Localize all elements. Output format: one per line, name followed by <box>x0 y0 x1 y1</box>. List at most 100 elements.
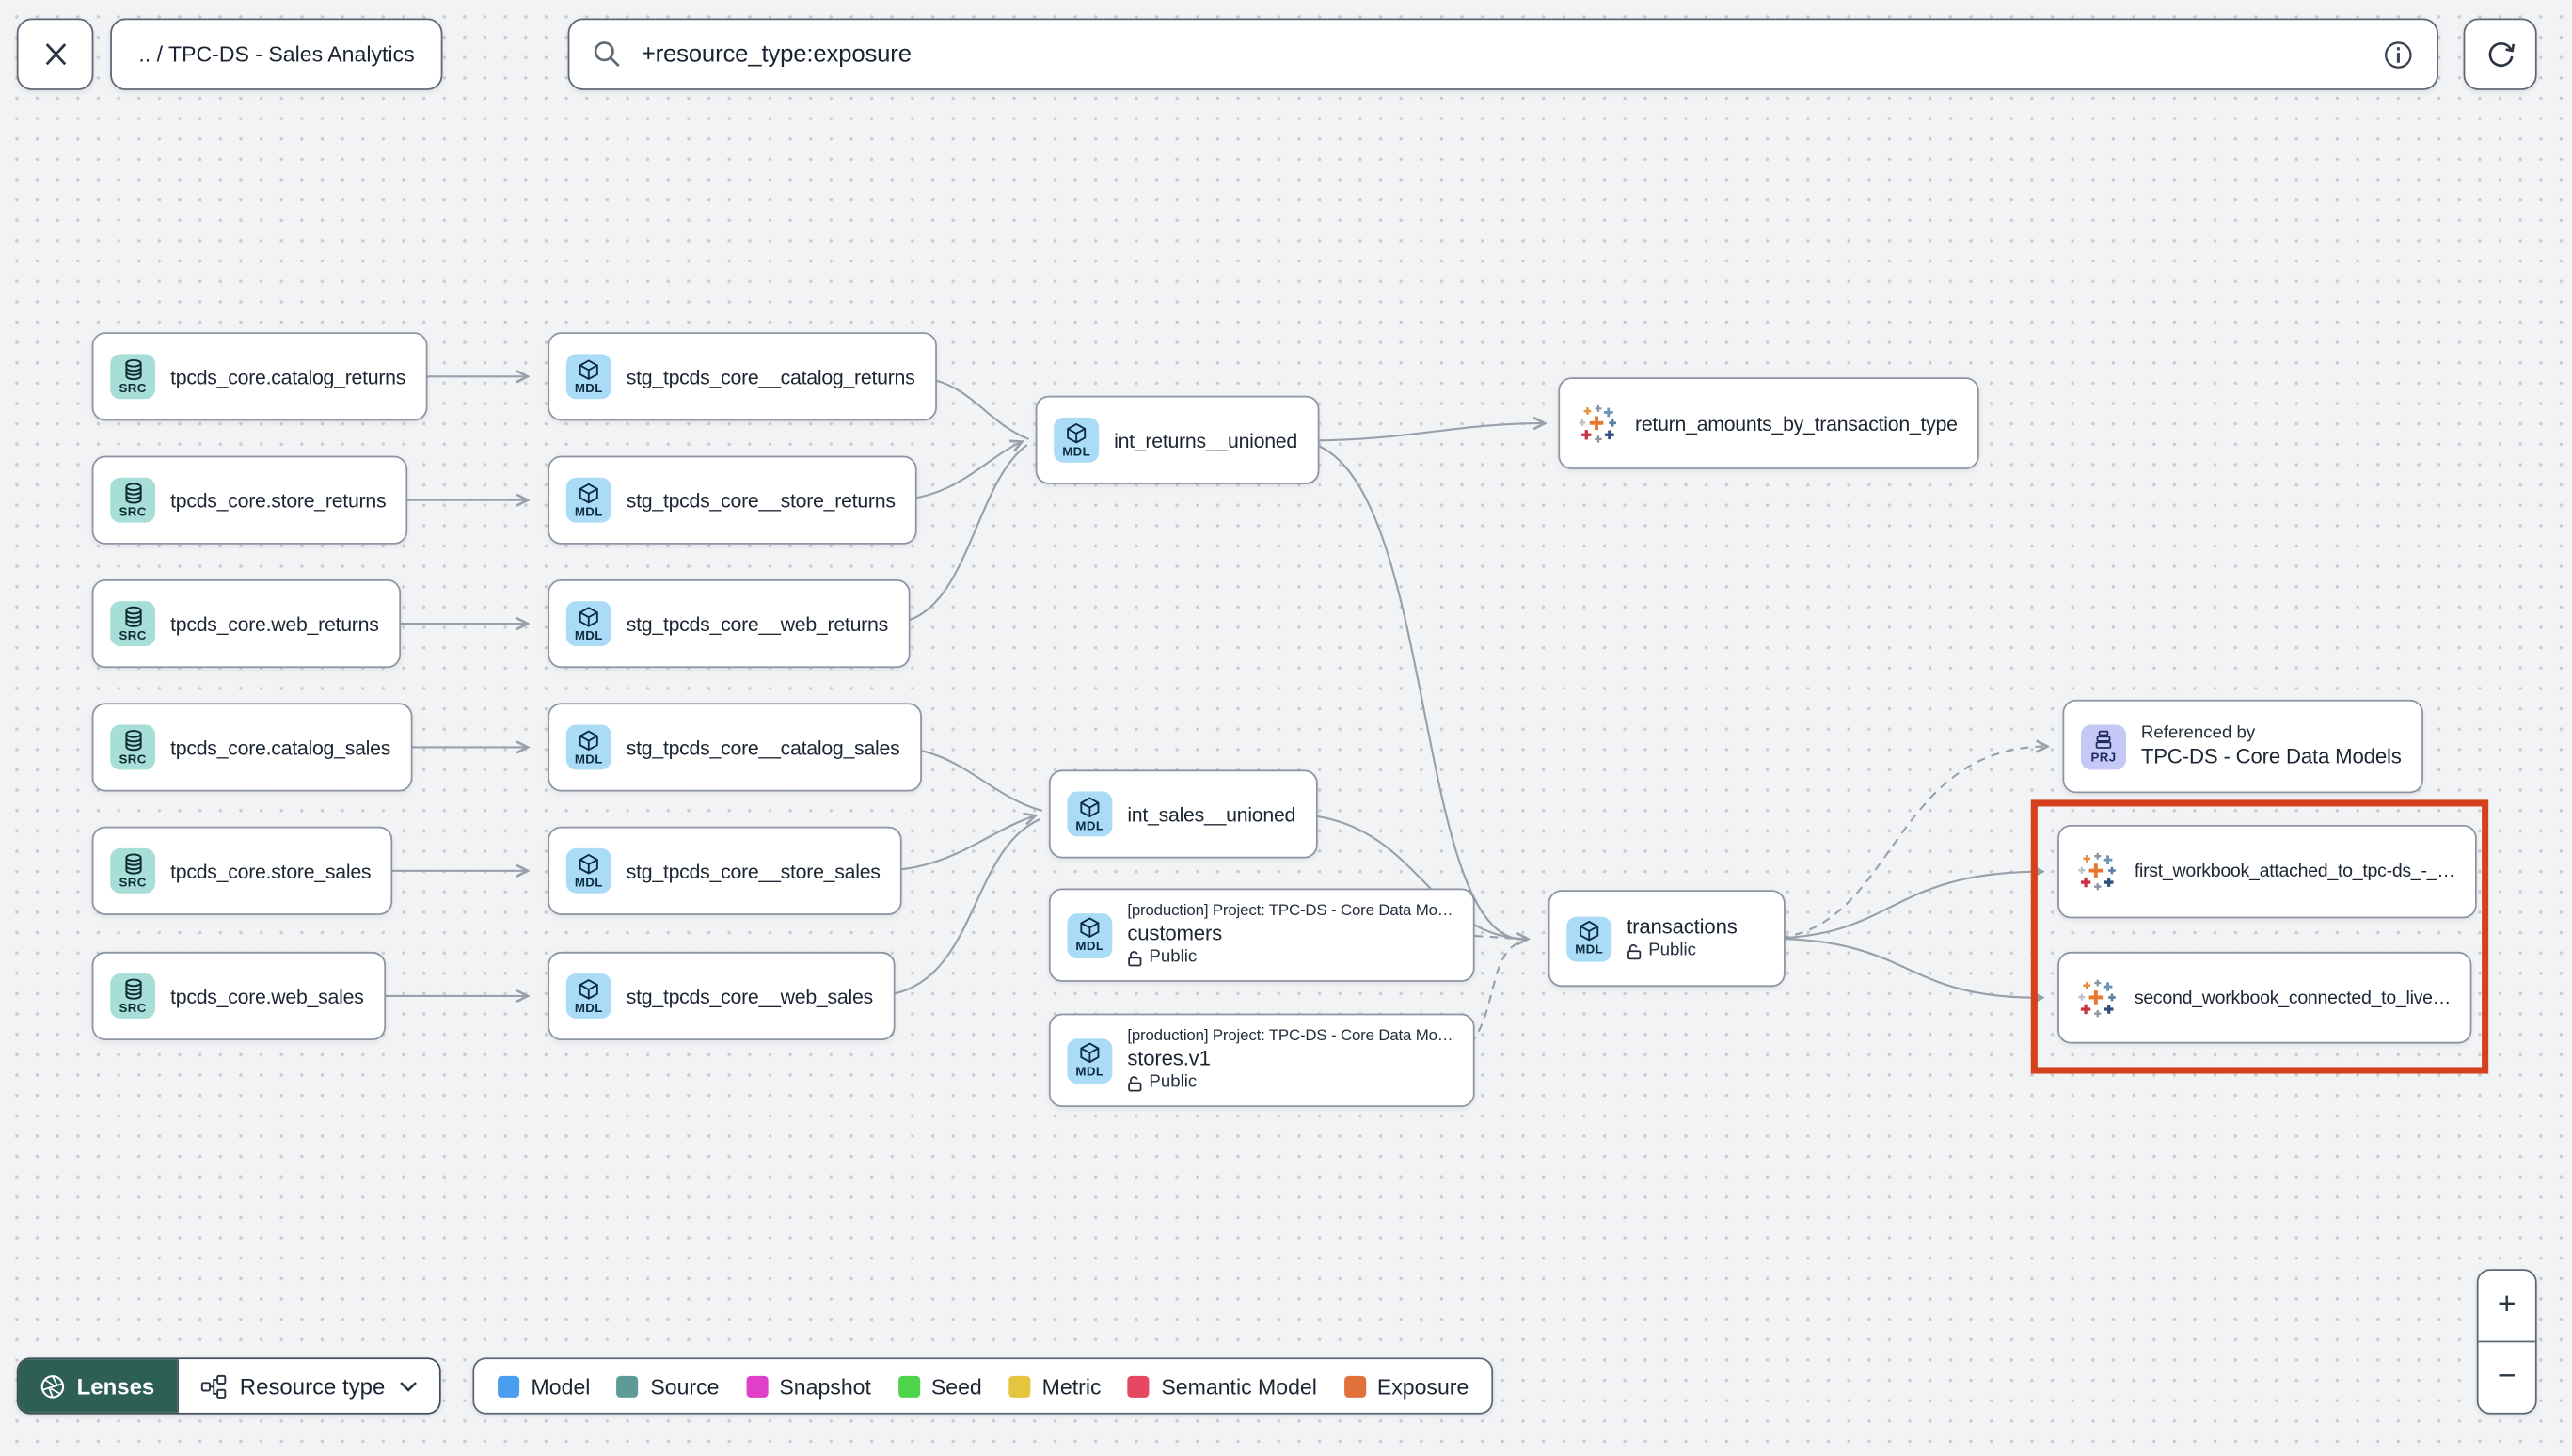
public-lock-icon <box>1128 1075 1142 1092</box>
metric-swatch <box>1008 1374 1031 1398</box>
referenced-by-label: Referenced by <box>2140 722 2256 743</box>
project-context: [production] Project: TPC-DS - Core Data… <box>1127 901 1453 920</box>
project-icon: PRJ <box>2081 723 2126 769</box>
node-label: stg_tpcds_core__store_returns <box>626 488 896 513</box>
lenses-label: Lenses <box>76 1373 155 1399</box>
node-label: tpcds_core.web_returns <box>170 611 379 636</box>
zoom-in-button[interactable]: + <box>2497 1287 2516 1322</box>
node-model-stg-web-sales[interactable]: MDL stg_tpcds_core__web_sales <box>548 951 896 1041</box>
legend-item-model: Model <box>498 1373 590 1399</box>
node-label: stg_tpcds_core__web_returns <box>626 611 888 636</box>
model-icon: MDL <box>565 973 611 1019</box>
node-model-stg-store-sales[interactable]: MDL stg_tpcds_core__store_sales <box>548 826 902 915</box>
node-model-transactions[interactable]: MDL transactions Public <box>1548 890 1786 988</box>
node-model-int-sales-unioned[interactable]: MDL int_sales__unioned <box>1048 769 1318 859</box>
node-label: return_amounts_by_transaction_type <box>1635 411 1958 435</box>
lenses-control: Lenses Resource type <box>16 1357 440 1415</box>
node-model-int-returns-unioned[interactable]: MDL int_returns__unioned <box>1035 395 1320 484</box>
node-model-stg-web-returns[interactable]: MDL stg_tpcds_core__web_returns <box>548 579 911 669</box>
node-source-catalog-returns[interactable]: SRC tpcds_core.catalog_returns <box>91 332 428 421</box>
node-source-catalog-sales[interactable]: SRC tpcds_core.catalog_sales <box>91 703 413 792</box>
node-label: stg_tpcds_core__web_sales <box>626 984 873 1008</box>
access-label: Public <box>1648 940 1697 961</box>
node-project-referenced-by[interactable]: PRJ Referenced by TPC-DS - Core Data Mod… <box>2062 699 2423 794</box>
node-label: stg_tpcds_core__store_sales <box>626 859 881 883</box>
node-label: tpcds_core.web_sales <box>170 984 364 1008</box>
node-label: transactions <box>1627 914 1738 939</box>
lenses-button[interactable]: Lenses <box>18 1359 177 1413</box>
source-icon: SRC <box>110 354 156 400</box>
legend-item-semantic-model: Semantic Model <box>1127 1373 1317 1399</box>
legend-item-source: Source <box>616 1373 719 1399</box>
source-icon: SRC <box>110 724 156 770</box>
model-icon: MDL <box>1067 912 1113 958</box>
source-icon: SRC <box>110 477 156 523</box>
resource-type-icon <box>200 1373 226 1399</box>
node-label: tpcds_core.catalog_sales <box>170 736 391 759</box>
node-model-stg-catalog-sales[interactable]: MDL stg_tpcds_core__catalog_sales <box>548 703 922 792</box>
node-label: TPC-DS - Core Data Models <box>2140 744 2402 768</box>
refresh-icon <box>2487 42 2515 68</box>
node-exposure-second-workbook[interactable]: second_workbook_connected_to_live… <box>2057 951 2473 1044</box>
node-label: tpcds_core.store_sales <box>170 859 372 883</box>
source-icon: SRC <box>110 601 156 647</box>
legend-item-snapshot: Snapshot <box>745 1373 871 1399</box>
node-label: tpcds_core.store_returns <box>170 488 387 513</box>
source-icon: SRC <box>110 847 156 894</box>
node-model-stg-store-returns[interactable]: MDL stg_tpcds_core__store_returns <box>548 455 917 545</box>
tableau-icon <box>2078 978 2116 1017</box>
node-source-web-returns[interactable]: SRC tpcds_core.web_returns <box>91 579 401 669</box>
seed-swatch <box>897 1374 920 1398</box>
node-model-stores-v1[interactable]: MDL [production] Project: TPC-DS - Core … <box>1048 1013 1475 1108</box>
zoom-out-button[interactable]: − <box>2497 1359 2516 1395</box>
public-lock-icon <box>1627 943 1642 959</box>
node-label: int_sales__unioned <box>1127 802 1296 826</box>
breadcrumb-text: .. / TPC-DS - Sales Analytics <box>138 41 415 68</box>
legend-item-seed: Seed <box>897 1373 982 1399</box>
search-input[interactable] <box>638 39 2367 70</box>
search-bar[interactable] <box>567 18 2438 90</box>
source-swatch <box>616 1374 639 1398</box>
model-icon: MDL <box>1054 417 1100 463</box>
node-label: int_returns__unioned <box>1114 428 1297 452</box>
model-icon: MDL <box>1067 791 1113 837</box>
model-icon: MDL <box>565 847 611 894</box>
node-label: stg_tpcds_core__catalog_sales <box>626 736 900 759</box>
resource-type-label: Resource type <box>239 1373 386 1399</box>
chevron-down-icon <box>399 1381 417 1391</box>
close-button[interactable] <box>16 18 94 90</box>
close-icon <box>44 43 66 66</box>
project-context: [production] Project: TPC-DS - Core Data… <box>1127 1026 1453 1045</box>
info-icon[interactable] <box>2383 40 2413 70</box>
model-swatch <box>498 1374 520 1398</box>
node-label: first_workbook_attached_to_tpc-ds_-_… <box>2134 862 2455 882</box>
node-label: stores.v1 <box>1127 1046 1211 1070</box>
node-label: stg_tpcds_core__catalog_returns <box>626 364 915 388</box>
model-icon: MDL <box>565 724 611 770</box>
zoom-divider <box>2478 1340 2535 1343</box>
snapshot-swatch <box>745 1374 768 1398</box>
legend-item-metric: Metric <box>1008 1373 1102 1399</box>
access-label: Public <box>1149 1072 1198 1093</box>
selection-highlight-box <box>2030 799 2489 1074</box>
access-label: Public <box>1149 946 1198 968</box>
node-model-customers[interactable]: MDL [production] Project: TPC-DS - Core … <box>1048 888 1475 982</box>
node-exposure-first-workbook[interactable]: first_workbook_attached_to_tpc-ds_-_… <box>2057 824 2477 919</box>
refresh-button[interactable] <box>2463 18 2537 90</box>
tableau-icon <box>2078 852 2116 891</box>
exposure-swatch <box>1343 1374 1366 1398</box>
node-source-store-sales[interactable]: SRC tpcds_core.store_sales <box>91 826 393 915</box>
node-source-store-returns[interactable]: SRC tpcds_core.store_returns <box>91 455 408 545</box>
model-icon: MDL <box>565 601 611 647</box>
node-model-stg-catalog-returns[interactable]: MDL stg_tpcds_core__catalog_returns <box>548 332 937 421</box>
public-lock-icon <box>1128 950 1142 966</box>
node-source-web-sales[interactable]: SRC tpcds_core.web_sales <box>91 951 386 1041</box>
zoom-controls: + − <box>2476 1269 2537 1415</box>
resource-type-dropdown[interactable]: Resource type <box>176 1359 439 1413</box>
breadcrumb[interactable]: .. / TPC-DS - Sales Analytics <box>110 18 443 90</box>
node-label: tpcds_core.catalog_returns <box>170 364 406 388</box>
node-exposure-return-amounts[interactable]: return_amounts_by_transaction_type <box>1558 377 1979 469</box>
source-icon: SRC <box>110 973 156 1019</box>
semantic-model-swatch <box>1127 1374 1150 1398</box>
